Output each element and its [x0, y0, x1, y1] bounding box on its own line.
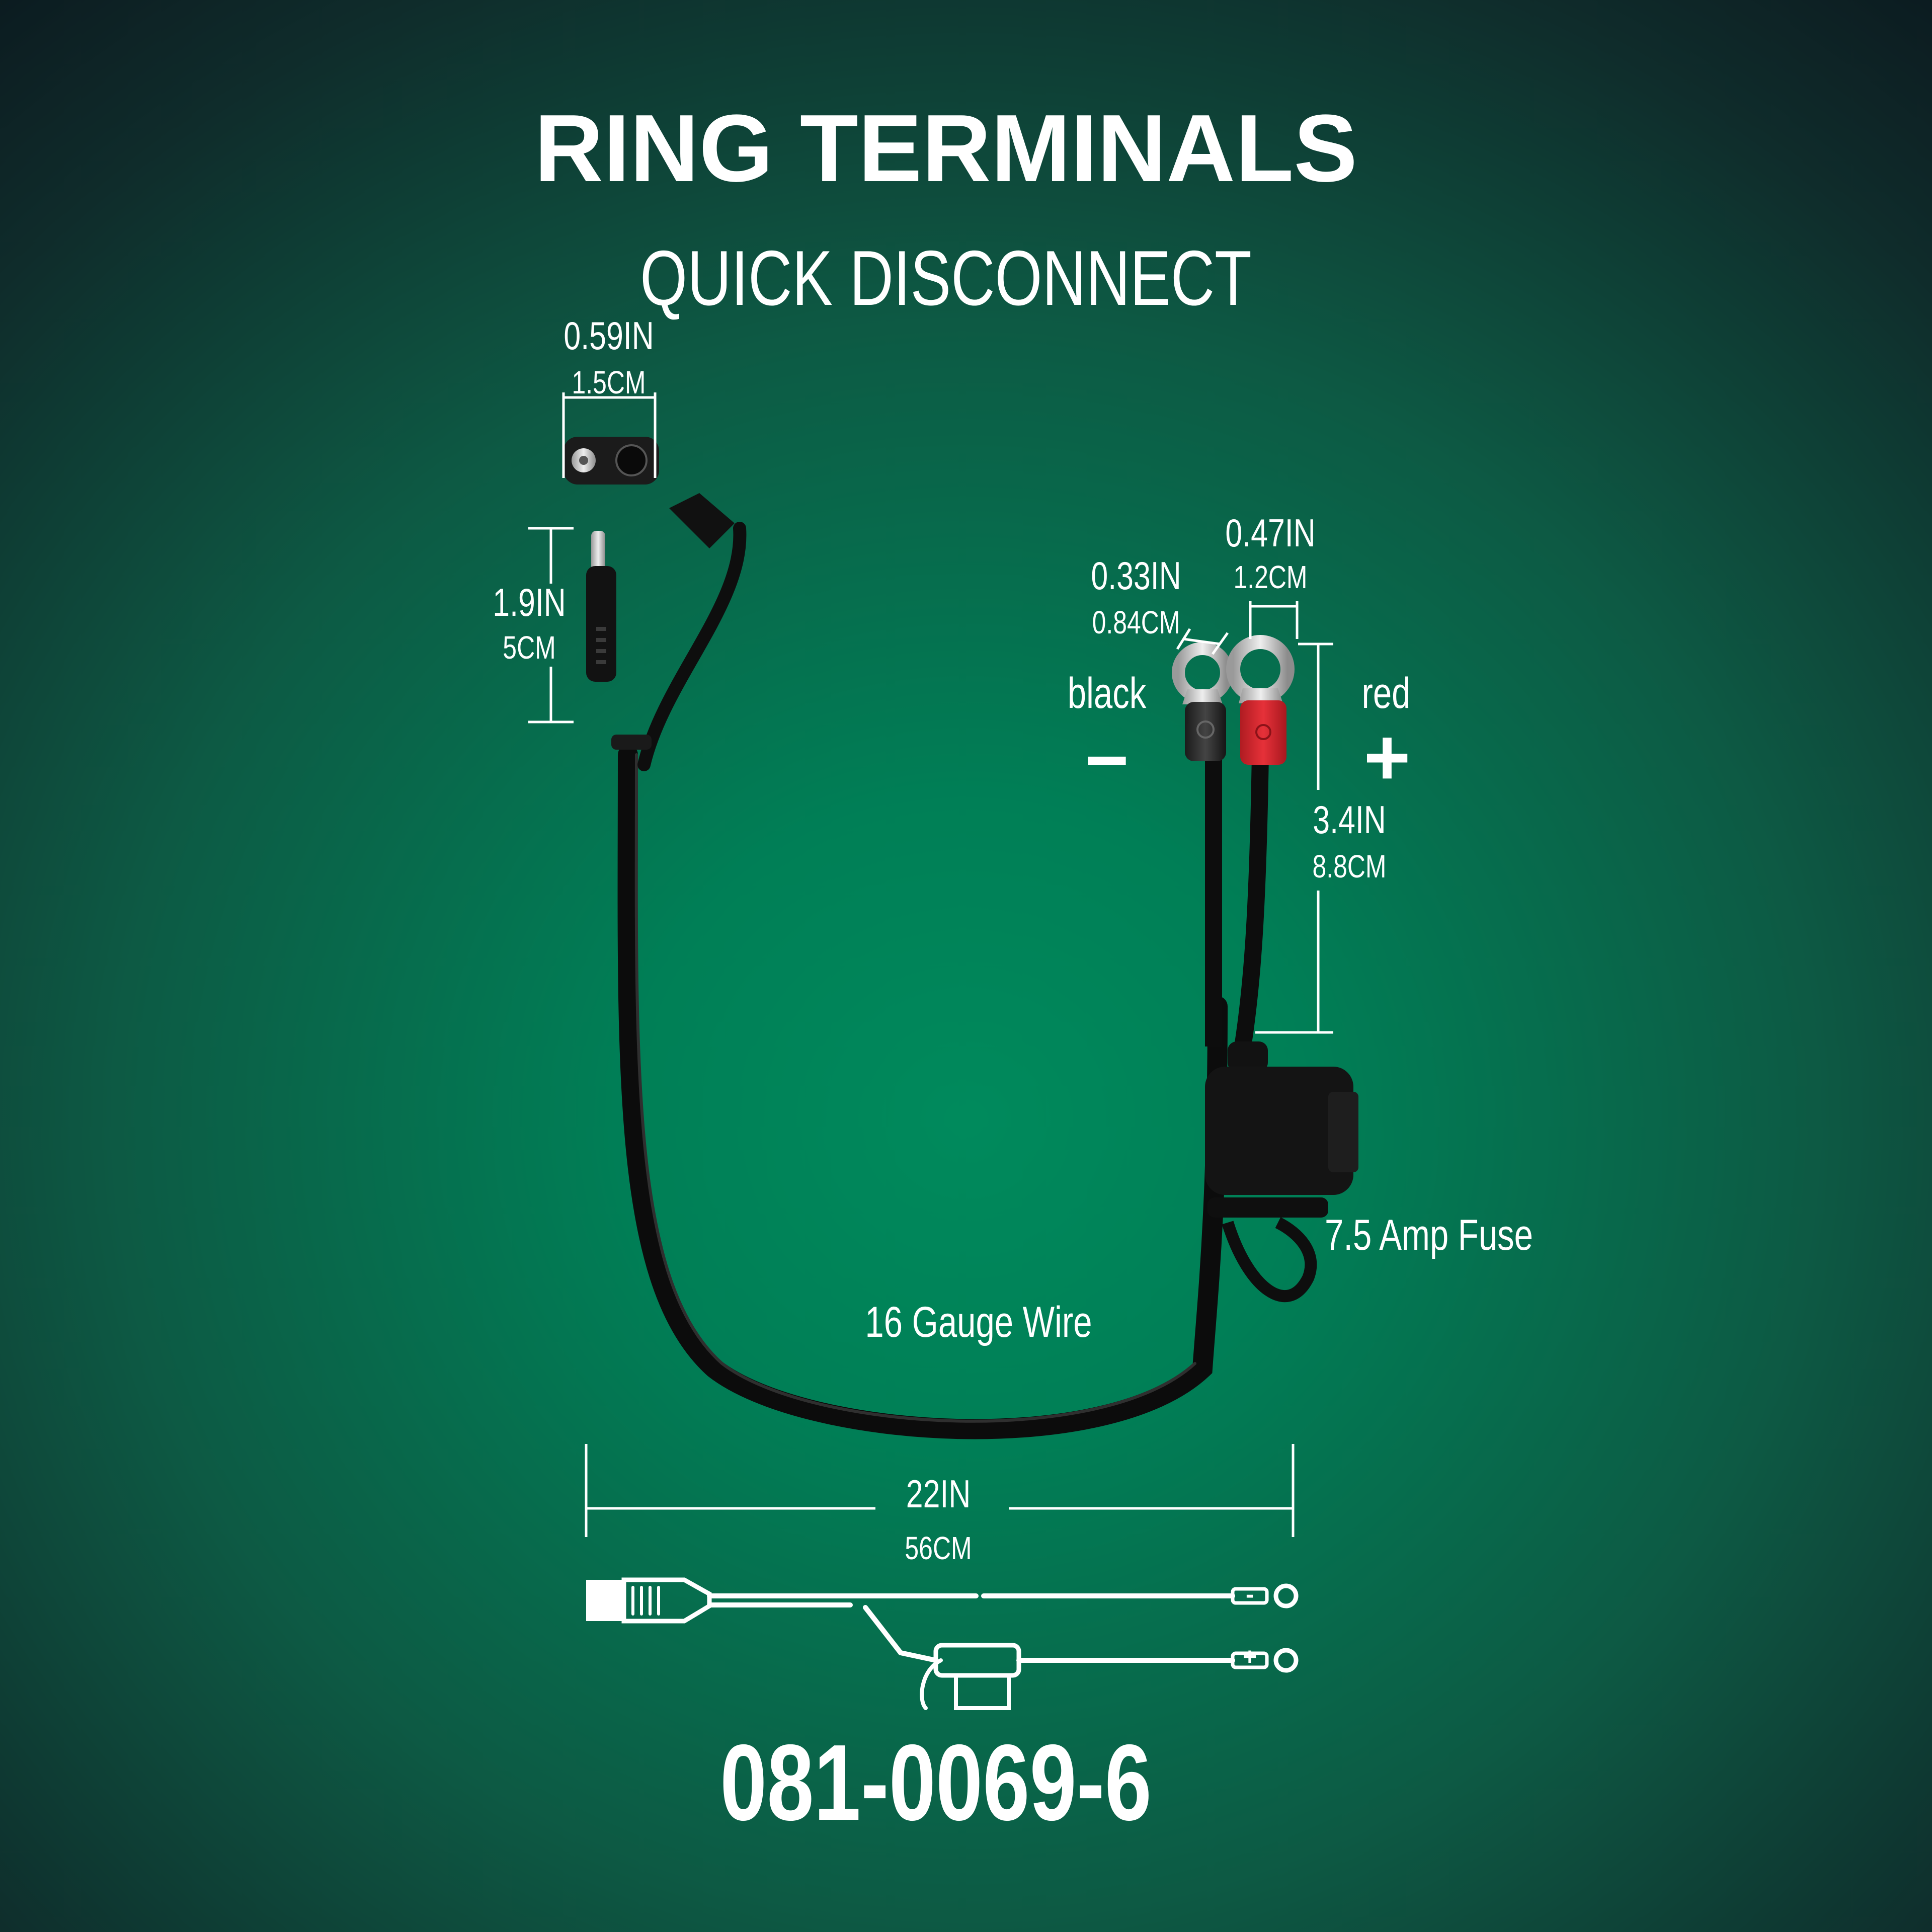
lead-length-in: 3.4IN — [1313, 797, 1386, 842]
connector-end-view — [564, 437, 659, 485]
ring-terminals — [1172, 635, 1295, 1048]
total-length-cm: 56CM — [905, 1530, 972, 1566]
wire-gauge-label: 16 Gauge Wire — [865, 1298, 1092, 1346]
connector-width-in: 0.59IN — [564, 313, 654, 358]
red-label: red — [1361, 669, 1411, 717]
schematic-minus-symbol: - — [1246, 1581, 1254, 1608]
fuse-label: 7.5 Amp Fuse — [1325, 1211, 1533, 1259]
connector-width-cm: 1.5CM — [572, 364, 646, 400]
page-subtitle: QUICK DISCONNECT — [640, 234, 1252, 321]
cable-loop — [617, 522, 1228, 1439]
sae-connector — [586, 493, 735, 750]
connector-length-in: 1.9IN — [493, 580, 566, 624]
fuse-holder — [1205, 1041, 1358, 1303]
black-label: black — [1067, 669, 1147, 717]
part-number: 081-0069-6 — [720, 1722, 1152, 1843]
total-length-in: 22IN — [906, 1472, 971, 1516]
lead-length-cm: 8.8CM — [1312, 848, 1387, 884]
plus-sign: + — [1363, 712, 1411, 802]
schematic-plus-symbol: + — [1242, 1644, 1257, 1670]
red-ring-cm: 1.2CM — [1233, 559, 1308, 595]
black-ring-in: 0.33IN — [1091, 553, 1181, 598]
page-title: RING TERMINALS — [534, 95, 1358, 202]
black-ring-cm: 0.84CM — [1092, 604, 1180, 640]
red-ring-in: 0.47IN — [1225, 511, 1316, 555]
harness-schematic — [586, 1577, 1299, 1710]
dimension-lines — [528, 392, 1333, 1537]
connector-length-cm: 5CM — [503, 629, 556, 666]
minus-sign: − — [1085, 717, 1129, 802]
